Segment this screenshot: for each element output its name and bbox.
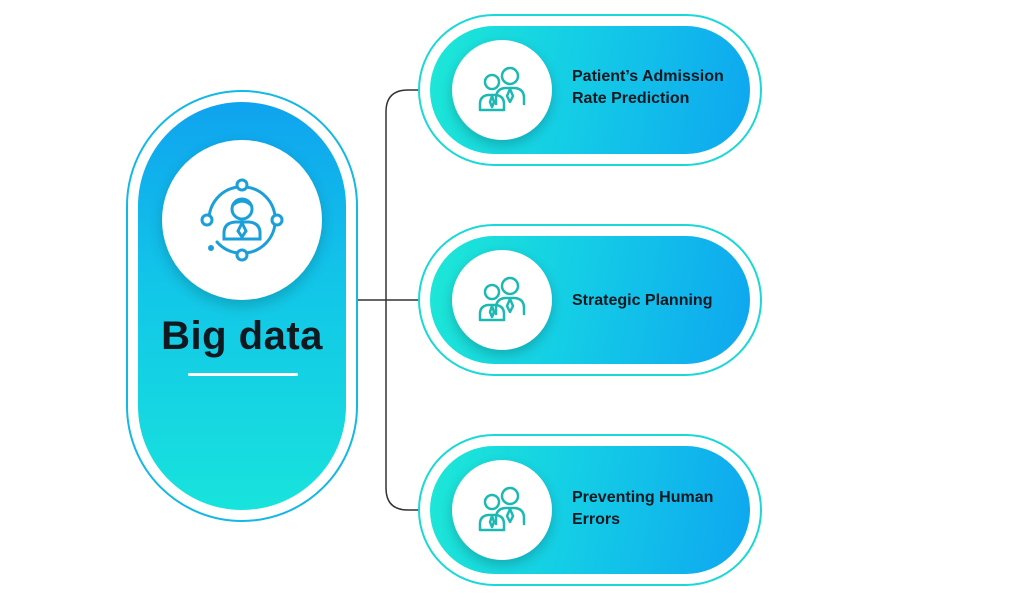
user-network-icon	[200, 178, 284, 262]
main-icon-badge	[162, 140, 322, 300]
main-title-underline	[188, 373, 298, 376]
two-users-icon	[478, 66, 526, 112]
connector-trunk	[358, 89, 420, 511]
item-icon-badge-2	[452, 250, 552, 350]
item-outline-1	[418, 14, 762, 166]
item-label-2: Strategic Planning	[572, 292, 713, 309]
item-outline-2	[418, 224, 762, 376]
item-label-1: Patient’s Admission Rate Prediction	[572, 68, 724, 107]
item-outline-3	[418, 434, 762, 586]
item-icon-badge-1	[452, 40, 552, 140]
two-users-icon	[478, 486, 526, 532]
main-title: Big data	[161, 314, 323, 358]
item-icon-badge-3	[452, 460, 552, 560]
two-users-icon	[478, 276, 526, 322]
main-pill-outline	[126, 90, 358, 522]
item-label-3: Preventing Human Errors	[572, 489, 714, 528]
